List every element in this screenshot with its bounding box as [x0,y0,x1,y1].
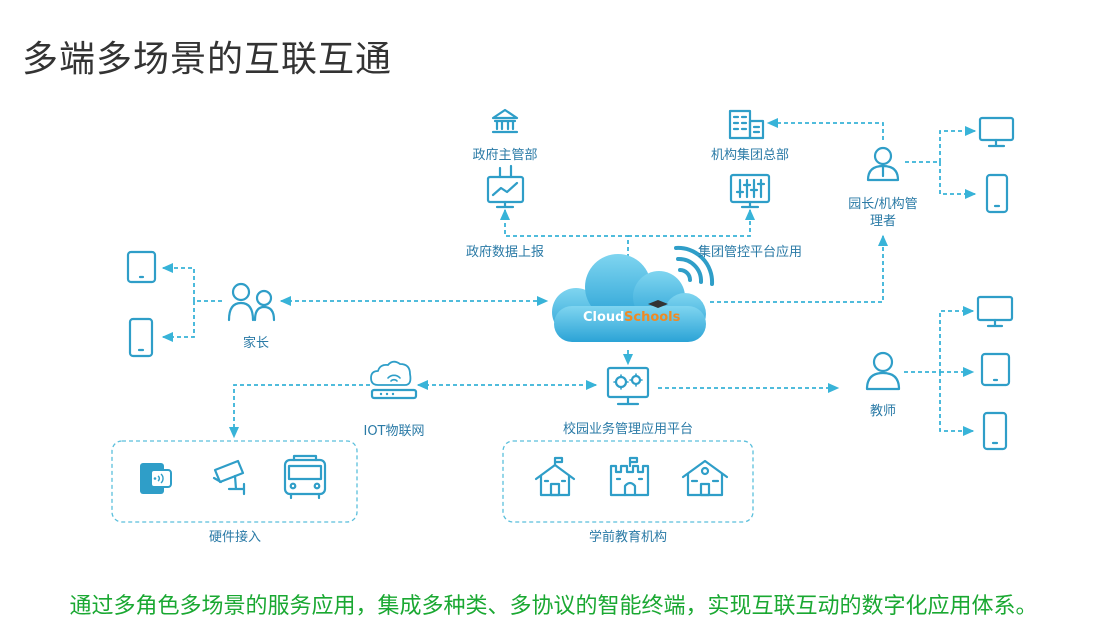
sliders-monitor-icon [729,173,771,209]
group-hq-label: 机构集团总部 [710,148,789,163]
castle-icon [609,456,650,497]
chart-monitor-icon [486,164,525,209]
desktop-icon [978,116,1015,148]
preschool-group-box [502,440,754,523]
preschool-label: 学前教育机构 [588,530,667,545]
footer-caption: 通过多角色多场景的服务应用，集成多种类、多协议的智能终端，实现互联互动的数字化应… [69,594,1038,619]
bus-icon [283,454,327,500]
wifi-signal-icon [674,245,715,286]
teacher-icon [865,351,901,391]
cloud-logo-text-a: Cloud [583,310,625,325]
principal-label-line2: 理者 [869,214,896,229]
hardware-label: 硬件接入 [208,530,261,545]
tablet-icon [126,250,157,284]
hardware-group-box [111,440,358,523]
gov-report-label: 政府数据上报 [465,245,544,260]
cloud-hub: Cloud Schools [552,254,706,342]
building-icon [728,109,765,140]
principal-label: 园长/机构管 理者 [833,196,933,230]
cloud-logo-text-b: Schools [624,310,681,325]
camera-icon [212,459,246,496]
phone-icon [128,317,154,358]
principal-label-line1: 园长/机构管 [848,197,918,212]
access-card-icon [140,463,172,494]
page-title: 多端多场景的互联互通 [22,39,393,80]
graduation-cap-icon [648,300,668,308]
teacher-label: 教师 [869,404,896,419]
parent-label: 家长 [242,336,269,351]
desktop-icon [976,295,1014,328]
parents-icon [227,282,276,322]
campus-platform-label: 校园业务管理应用平台 [562,422,693,437]
group-platform-label: 集团管控平台应用 [697,245,802,260]
iot-label: IOT物联网 [363,424,425,439]
phone-icon [985,173,1009,214]
school-icon [681,459,729,497]
bank-icon [491,108,519,134]
manager-icon [866,146,900,182]
school-icon [534,456,576,497]
router-icon [370,360,418,400]
phone-icon [982,411,1008,451]
gear-monitor-icon [606,366,650,406]
gov-label: 政府主管部 [472,148,538,163]
tablet-icon [980,352,1011,387]
connectors [161,117,977,439]
